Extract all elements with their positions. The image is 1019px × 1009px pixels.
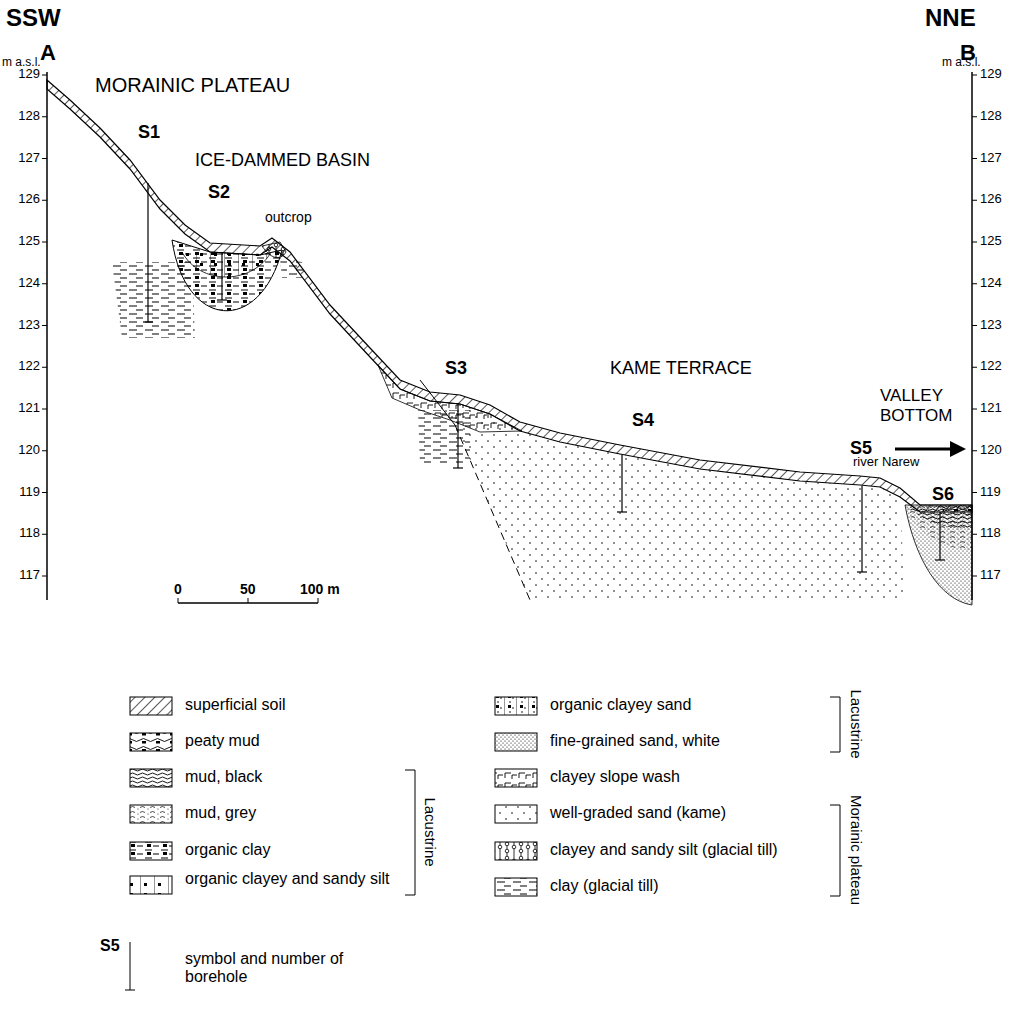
axis-value: 129 — [980, 67, 1002, 82]
axis-value: 122 — [980, 359, 1002, 374]
borehole-number: S4 — [632, 410, 654, 431]
unit-name: MORAINIC PLATEAU — [95, 74, 290, 97]
river-name: river Narew — [853, 455, 919, 470]
legend-text: mud, black — [185, 768, 262, 786]
axis-value: 118 — [980, 526, 1001, 541]
axis-value: 124 — [980, 276, 1002, 291]
axis-value: 121 — [980, 401, 1002, 416]
unit-name: KAME TERRACE — [610, 358, 752, 379]
legend-text: organic clay — [185, 841, 270, 859]
unit-name: VALLEY BOTTOM — [880, 386, 970, 425]
axis-value: 122 — [18, 359, 40, 374]
axis-value: 128 — [980, 109, 1002, 124]
legend-text: peaty mud — [185, 732, 260, 750]
borehole-number: S2 — [208, 182, 230, 203]
axis-value: 125 — [980, 234, 1002, 249]
axis-value: 129 — [18, 67, 40, 82]
unit-name: ICE-DAMMED BASIN — [195, 150, 370, 171]
axis-value: 119 — [980, 485, 1001, 500]
group-bracket-label: Lacustrine — [847, 689, 864, 758]
borehole-number: S3 — [445, 358, 467, 379]
axis-value: 123 — [18, 318, 40, 333]
group-bracket-label: Morainic plateau — [847, 795, 864, 905]
direction-label: NNE — [925, 4, 976, 32]
legend-text: superficial soil — [185, 696, 285, 714]
axis-value: 117 — [19, 568, 40, 583]
borehole-number: S1 — [138, 122, 160, 143]
axis-value: 127 — [980, 151, 1002, 166]
axis-value: 120 — [18, 443, 40, 458]
legend-text: well-graded sand (kame) — [550, 804, 726, 822]
borehole-number: S6 — [932, 484, 954, 505]
axis-value: 120 — [980, 443, 1002, 458]
axis-value: 117 — [980, 568, 1001, 583]
legend-text: fine-grained sand, white — [550, 732, 720, 750]
legend-text: organic clayey sand — [550, 696, 691, 714]
axis-value: 125 — [18, 234, 40, 249]
scale-value: 100 m — [300, 581, 340, 597]
axis-value: 127 — [18, 151, 40, 166]
axis-value: 126 — [980, 192, 1002, 207]
group-bracket-label: Lacustrine — [421, 797, 438, 866]
scale-value: 0 — [174, 581, 182, 597]
axis-value: 126 — [18, 192, 40, 207]
legend-text: symbol and number of borehole — [185, 950, 355, 987]
scale-value: 50 — [240, 581, 256, 597]
profile-end: A — [40, 40, 56, 65]
axis-value: 119 — [19, 485, 40, 500]
axis-value: 118 — [19, 526, 40, 541]
legend-text: clayey slope wash — [550, 768, 680, 786]
place-label: outcrop — [265, 209, 312, 225]
axis-value: 121 — [18, 401, 40, 416]
legend-text: clay (glacial till) — [550, 877, 658, 895]
axis-value: 123 — [980, 318, 1002, 333]
axis-value: 124 — [18, 276, 40, 291]
legend-text: mud, grey — [185, 804, 256, 822]
legend-text: clayey and sandy silt (glacial till) — [550, 841, 778, 859]
axis-value: 128 — [18, 109, 40, 124]
direction-label: SSW — [6, 4, 61, 32]
axis-unit: m a.s.l. — [942, 56, 981, 70]
legend-text: organic clayey and sandy silt — [185, 870, 400, 888]
borehole-number: S5 — [100, 937, 120, 955]
